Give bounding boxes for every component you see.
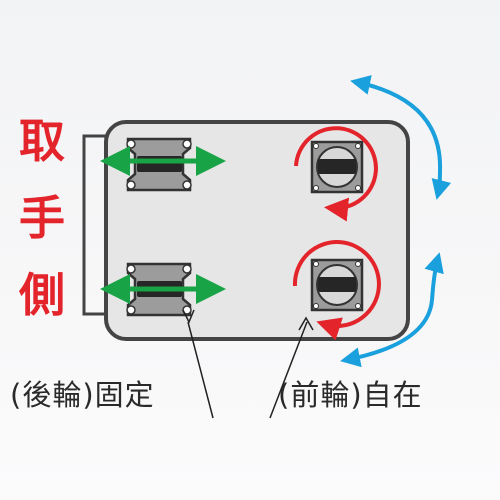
swivel-caster-icon: [310, 140, 364, 194]
handle-side-label-char-2: 手: [19, 191, 65, 245]
fixed-caster-icon: [126, 137, 192, 192]
handle-side-label-char-3: 側: [19, 268, 65, 322]
curved-double-arrow-icon: [350, 75, 452, 200]
circular-arrow-icon: [292, 240, 381, 341]
front-wheels-swivel-caption: (前輪)自在: [278, 378, 423, 412]
rear-wheels-fixed-caption: (後輪)固定: [10, 378, 155, 412]
front-leader-line: [269, 321, 308, 419]
curved-double-arrow-icon: [340, 252, 444, 368]
handle-side-label-char-1: 取: [19, 114, 65, 168]
swivel-caster-icon: [310, 258, 364, 312]
circular-arrow-icon: [294, 126, 378, 222]
rear-leader-line: [187, 321, 214, 419]
